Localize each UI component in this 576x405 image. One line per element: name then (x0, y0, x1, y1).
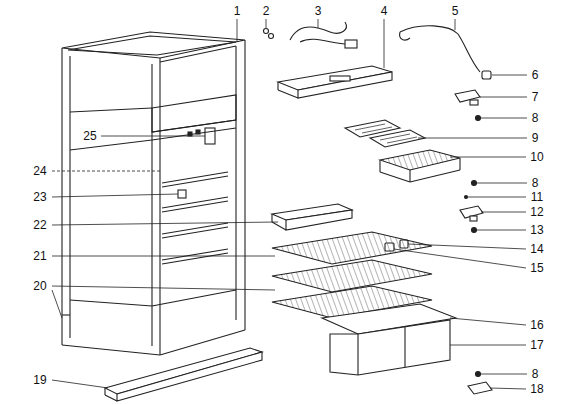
callout-number: 25 (83, 129, 96, 143)
callout-number: 8 (532, 176, 539, 190)
cabinet (62, 32, 245, 355)
callout-number: 18 (530, 382, 543, 396)
part-23 (178, 190, 186, 198)
callout-number: 15 (530, 261, 543, 275)
callout-number: 4 (381, 4, 388, 18)
callout-number: 14 (530, 242, 543, 256)
callout-number: 20 (33, 279, 46, 293)
loose-parts (105, 22, 492, 401)
callout-number: 2 (263, 4, 270, 18)
callout-number: 3 (315, 4, 322, 18)
callout-number: 23 (33, 190, 46, 204)
callout-number: 8 (532, 367, 539, 381)
callout-number: 12 (530, 205, 543, 219)
callout-number: 1 (234, 4, 241, 18)
callout-number: 22 (33, 218, 46, 232)
callout-number: 16 (530, 318, 543, 332)
callout-number: 5 (452, 4, 459, 18)
callout-number: 21 (33, 249, 46, 263)
callout-number: 9 (532, 131, 539, 145)
callout-number: 13 (530, 223, 543, 237)
callout-number: 11 (531, 190, 543, 204)
callout-number: 17 (530, 338, 543, 352)
callout-number: 8 (532, 111, 539, 125)
callout-number: 6 (532, 68, 539, 82)
callout-number: 10 (530, 150, 543, 164)
callout-number: 19 (33, 373, 46, 387)
bracket-25 (205, 128, 215, 144)
callout-number: 7 (532, 90, 539, 104)
callout-number: 24 (33, 164, 46, 178)
leader-lines (52, 19, 527, 389)
